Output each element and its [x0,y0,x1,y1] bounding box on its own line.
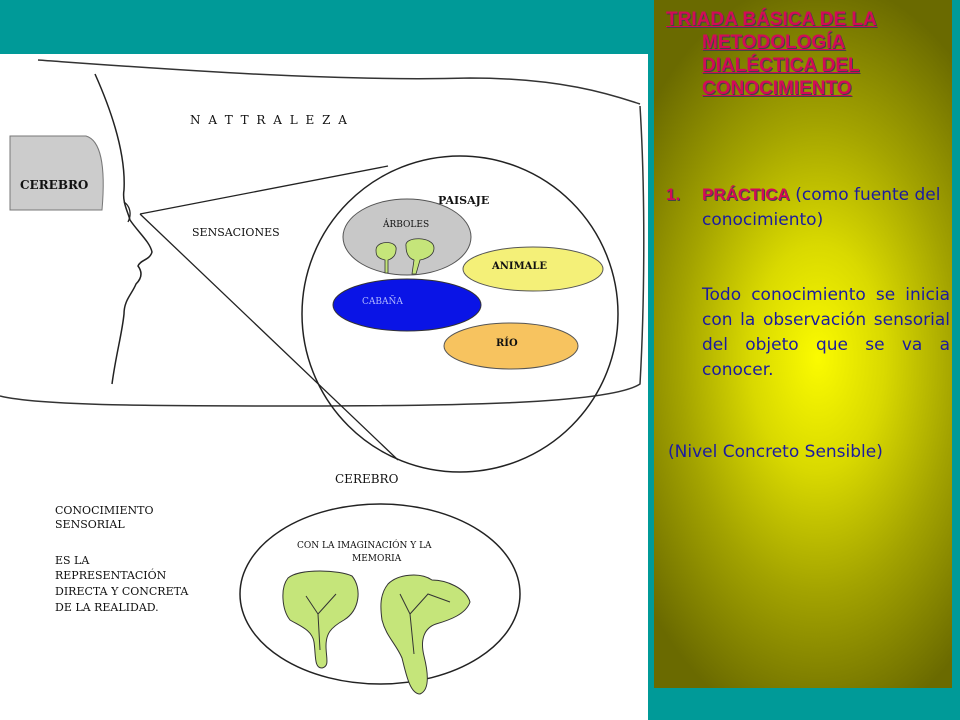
sensaciones-label: SENSACIONES [192,226,280,239]
vision-line-top [139,165,389,215]
point-number: 1. [666,185,681,204]
cerebro-label: CEREBRO [20,178,88,192]
text-panel: TRIADA BÁSICA DE LA METODOLOGÍA DIALÉCTI… [654,0,952,688]
diagram-panel: CEREBRO N A T T R A L E Z A SENSACIONES … [0,54,648,720]
memory-tree-branches-2 [399,593,451,655]
memoria-ellipse [239,503,521,685]
eye-mark [123,201,131,223]
naturaleza-bottom-line [0,105,645,407]
vision-line-bottom [139,213,399,461]
conocimiento-label-1: CONOCIMIENTO [55,504,153,517]
paisaje-label: PAISAJE [438,194,489,207]
memory-tree-icon-2 [380,574,471,695]
imaginacion-label-2: MEMORIA [352,554,402,564]
cerebro-box [9,135,104,211]
definition-line-2: REPRESENTACIÓN [55,568,167,582]
knowledge-diagram: CEREBRO N A T T R A L E Z A SENSACIONES … [0,59,645,695]
cabana-label: CABAÑA [362,295,403,307]
point-keyword: PRÁCTICA [702,185,790,204]
definition-line-3: DIRECTA Y CONCRETA [55,585,189,598]
conocimiento-label-2: SENSORIAL [55,518,125,531]
cerebro-bottom-label: CEREBRO [335,472,399,486]
head-profile [94,73,153,385]
slide-title: TRIADA BÁSICA DE LA METODOLOGÍA DIALÉCTI… [666,8,946,100]
naturaleza-label: N A T T R A L E Z A [190,113,349,127]
point-rest: (como fuente del conocimiento) [702,185,941,230]
rio-ellipse [443,322,579,370]
paisaje-circle [301,155,619,473]
title-line-1: TRIADA BÁSICA DE LA [666,9,877,30]
memory-tree-branches-1 [305,593,337,651]
title-line-4: CONOCIMIENTO [702,78,852,99]
imaginacion-label-1: CON LA IMAGINACIÓN Y LA [297,539,432,551]
animale-ellipse [462,246,604,292]
title-line-3: DIALÉCTICA DEL [702,55,860,76]
rio-label: RÍO [496,337,518,349]
cabana-ellipse [332,278,482,332]
tree-icon-2 [405,238,435,275]
arboles-label: ÁRBOLES [382,218,429,230]
naturaleza-top-line [37,59,641,105]
level-label: (Nivel Concreto Sensible) [668,442,883,462]
definition-line-4: DE LA REALIDAD. [55,601,159,614]
tree-icon-1 [375,242,397,274]
definition-line-1: ES LA [55,554,90,567]
title-line-2: METODOLOGÍA [702,32,846,53]
arboles-ellipse [342,198,472,276]
point-1: 1. PRÁCTICA (como fuente del conocimient… [666,182,950,233]
point-description: Todo conocimiento se inicia con la obser… [702,285,950,380]
animale-label: ANIMALE [491,261,547,272]
memory-tree-icon-1 [282,570,359,669]
